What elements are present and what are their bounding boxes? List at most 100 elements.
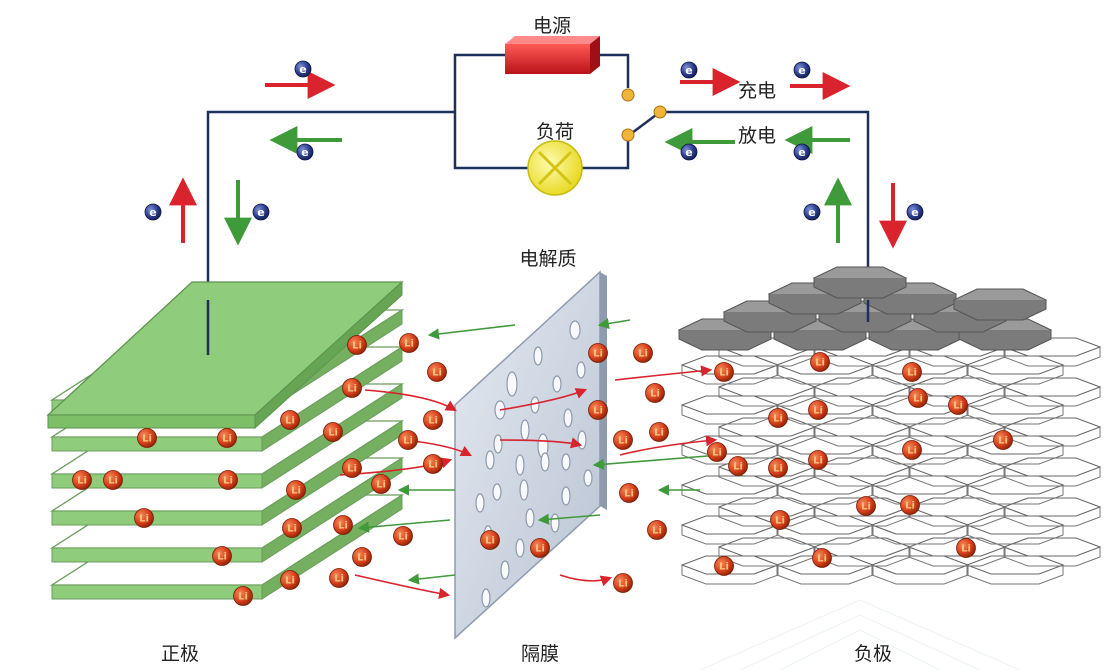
anode-hex-cell [680, 475, 780, 495]
anode-hex-cell [870, 555, 970, 575]
ion-flow-arrows [339, 318, 721, 599]
lithium-ion-icon: Li [647, 520, 667, 540]
lithium-ion-icon: Li [810, 352, 830, 372]
lithium-ion-icon: Li [233, 586, 253, 606]
lithium-ion-icon: Li [323, 422, 343, 442]
separator-pore [530, 396, 540, 414]
separator-pore [515, 538, 525, 558]
electron-icon: e [803, 203, 821, 221]
lithium-ion-icon: Li [633, 343, 653, 363]
load-label: 负荷 [536, 121, 574, 143]
electron-symbol: e [299, 63, 306, 76]
anode-hex-cell [812, 417, 912, 437]
lithium-ion-icon: Li [619, 483, 639, 503]
lithium-ion-symbol: Li [719, 562, 729, 573]
electron-icon: e [793, 61, 811, 79]
lithium-ion-symbol: Li [618, 436, 628, 447]
lithium-ion-symbol: Li [404, 339, 414, 350]
external-circuit [206, 53, 870, 358]
electron-symbol: e [301, 146, 308, 159]
anode-layer [680, 497, 1102, 545]
lithium-ion-icon: Li [770, 510, 790, 530]
electron-icon: e [680, 143, 698, 161]
anode-hex-cell [907, 497, 1007, 517]
anode-hex-cell [907, 417, 1007, 437]
separator-pore [583, 469, 593, 487]
wire-bottom-right [582, 136, 630, 170]
lithium-ion-symbol: Li [907, 368, 917, 379]
electron-symbol: e [685, 64, 692, 77]
anode-hex-cell [717, 537, 817, 557]
anode-layer [680, 377, 1102, 425]
lithium-ion-symbol: Li [398, 532, 408, 543]
separator-pore [577, 430, 587, 450]
wire-top-left [453, 53, 505, 112]
anode-hex-cell [717, 497, 817, 517]
ion-charge-arrow [614, 365, 713, 381]
anode-hex-cell [1002, 537, 1102, 557]
lithium-ion-icon: Li [398, 430, 418, 450]
lithium-ion-icon: Li [280, 410, 300, 430]
lithium-ion-icon: Li [728, 456, 748, 476]
negative-electrode [677, 266, 1102, 585]
anode-hex-cell [870, 515, 970, 535]
separator-pore [485, 450, 495, 470]
lithium-ion-symbol: Li [285, 416, 295, 427]
anode-hex-cell [965, 355, 1065, 375]
lithium-ion-icon: Li [768, 458, 788, 478]
lithium-ion-icon: Li [329, 568, 349, 588]
separator-pore [515, 454, 525, 476]
separator-label: 隔膜 [521, 643, 559, 665]
lithium-ion-icon: Li [768, 408, 788, 428]
lithium-ion-icon: Li [588, 343, 608, 363]
lithium-ion-icon: Li [352, 547, 372, 567]
power-source-icon [505, 36, 600, 74]
ion-charge-arrow [354, 574, 451, 599]
lithium-ion-symbol: Li [334, 574, 344, 585]
lithium-ion-symbol: Li [238, 592, 248, 603]
anode-hex-cell [680, 435, 780, 455]
lithium-ion-icon: Li [808, 400, 828, 420]
lithium-ion-symbol: Li [77, 476, 87, 487]
ion-charge-arrow [619, 435, 718, 456]
separator-pore [493, 434, 503, 454]
lithium-ion-symbol: Li [907, 446, 917, 457]
lithium-ion-icon: Li [808, 450, 828, 470]
lithium-ion-symbol: Li [593, 406, 603, 417]
lithium-ion-symbol: Li [861, 502, 871, 513]
lithium-ion-symbol: Li [223, 476, 233, 487]
ion-discharge-arrow [592, 454, 721, 470]
electron-icon: e [252, 203, 270, 221]
lithium-ion-icon: Li [645, 383, 665, 403]
lithium-ion-icon: Li [812, 548, 832, 568]
lithium-ion-icon: Li [530, 538, 550, 558]
anode-hex-cell [870, 475, 970, 495]
separator-pore [561, 453, 571, 471]
separator-pore [500, 560, 510, 580]
lithium-ion-icon: Li [714, 556, 734, 576]
lithium-ion-symbol: Li [328, 428, 338, 439]
lithium-ion-icon: Li [342, 458, 362, 478]
separator-pore [475, 493, 485, 513]
lithium-ion-icon: Li [423, 454, 443, 474]
anode-top-layer [677, 266, 1053, 351]
lithium-ion-icon: Li [613, 430, 633, 450]
ion-charge-arrow [364, 389, 457, 412]
lithium-ion-icon: Li [902, 362, 922, 382]
lithium-ion-symbol: Li [652, 526, 662, 537]
lithium-ion-icon: Li [649, 422, 669, 442]
lithium-ion-symbol: Li [719, 368, 729, 379]
lithium-ion-symbol: Li [338, 521, 348, 532]
lithium-ion-symbol: Li [287, 524, 297, 535]
ion-discharge-arrow [597, 318, 631, 330]
lithium-ion-icon: Li [707, 442, 727, 462]
lithium-ion-symbol: Li [403, 436, 413, 447]
lithium-ion-symbol: Li [376, 480, 386, 491]
electron-symbol: e [798, 64, 805, 77]
ion-discharge-arrow [537, 513, 601, 525]
separator-pore [540, 452, 550, 472]
separator-pore [519, 479, 529, 501]
anode-layer [680, 537, 1102, 585]
